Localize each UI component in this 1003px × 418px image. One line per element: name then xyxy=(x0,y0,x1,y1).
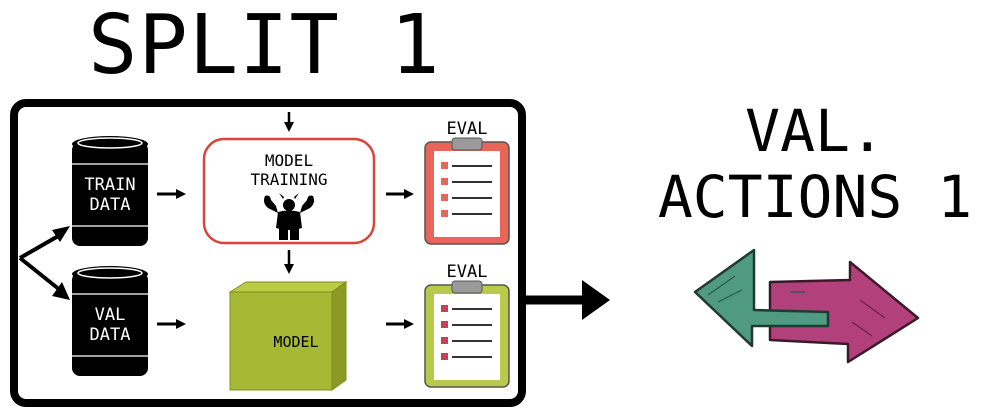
train-data-barrel-icon: TRAIN DATA xyxy=(72,136,148,246)
strongman-icon xyxy=(264,193,314,240)
eval-clipboard-top: EVAL xyxy=(424,119,510,245)
fork-arrows xyxy=(18,226,70,300)
val-data-label-line2: DATA xyxy=(90,325,131,345)
val-actions-title: VAL. ACTIONS 1 xyxy=(635,98,995,230)
val-data-label-line1: VAL xyxy=(95,305,126,325)
model-box: MODEL xyxy=(228,281,348,391)
eval-label-top: EVAL xyxy=(447,119,488,139)
val-actions-line2: ACTIONS 1 xyxy=(657,163,973,231)
model-training-label-line1: MODEL xyxy=(265,151,313,170)
model-training-box: MODEL TRAINING xyxy=(202,137,376,245)
train-data-label-line2: DATA xyxy=(90,195,131,215)
clipboard-icon xyxy=(441,162,492,217)
model-label: MODEL xyxy=(273,333,318,351)
output-arrow xyxy=(526,280,610,320)
val-data-barrel-icon: VAL DATA xyxy=(72,266,148,376)
val-actions-line1: VAL. xyxy=(745,97,885,165)
eval-label-bottom: EVAL xyxy=(447,262,488,282)
model-training-label-line2: TRAINING xyxy=(250,170,327,189)
train-data-label-line1: TRAIN xyxy=(84,175,135,195)
split-title: SPLIT 1 xyxy=(88,0,441,93)
clipboard-icon xyxy=(441,305,492,360)
eval-clipboard-bottom: EVAL xyxy=(424,262,510,388)
flow-arrows xyxy=(157,112,414,329)
double-arrow-icon xyxy=(693,248,920,364)
